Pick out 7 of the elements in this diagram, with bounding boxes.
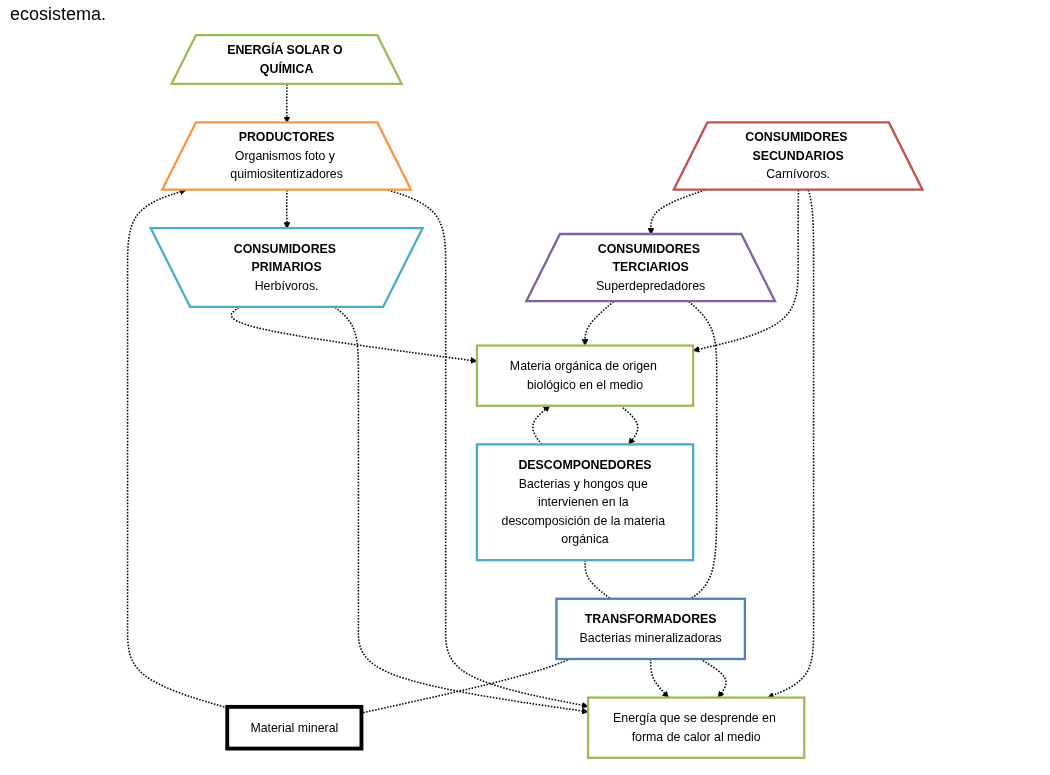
node-box: Material mineral <box>225 704 364 751</box>
node-box: Energía que se desprende en forma de calor al medio <box>586 696 806 759</box>
caption-text: ecosistema. <box>10 4 107 25</box>
node-box: TRANSFORMADORES Bacterias mineralizadoras <box>555 597 747 661</box>
node-box: DESCOMPONEDORES Bacterias y hongos que intervienen en la descomposición de la materia orgánica <box>475 443 695 562</box>
arrow <box>334 306 589 715</box>
node-box: Materia orgánica de origen biológico en el medio <box>475 344 695 407</box>
